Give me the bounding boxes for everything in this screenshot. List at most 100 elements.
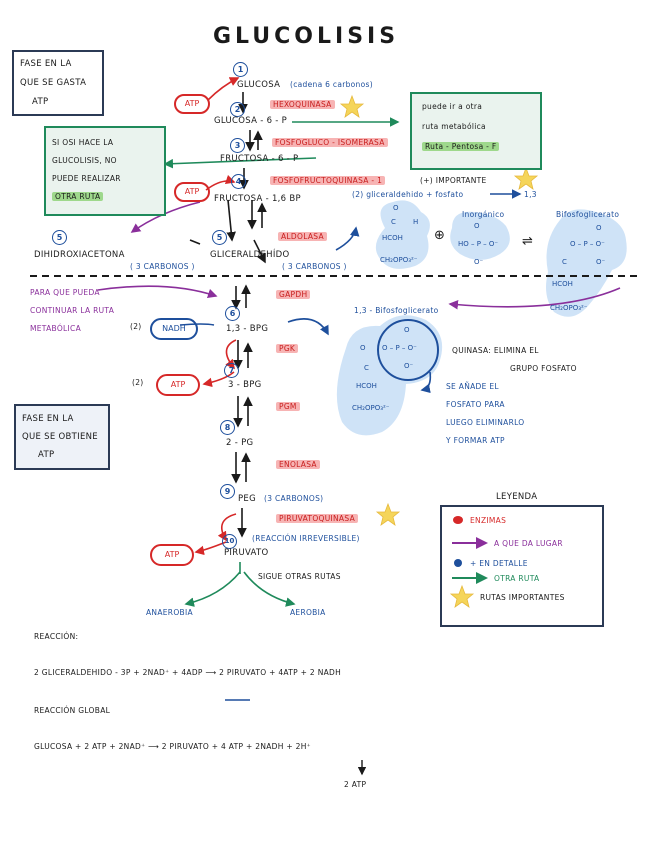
box-line: SI OSI HACE LA [52, 138, 114, 147]
note-line: SE AÑADE EL [446, 382, 499, 391]
note-line: PARA QUE PUEDA [30, 288, 100, 297]
legend-item-otra-ruta: OTRA RUTA [494, 574, 540, 583]
mol-atom: O [474, 222, 480, 230]
enzyme-hexoquinasa: HEXOQUINASA [270, 100, 335, 109]
leads-to-arrows [97, 201, 621, 310]
page-title: GLUCOLISIS [213, 24, 400, 49]
box-line: puede ir a otra [422, 102, 483, 111]
note-line: LUEGO ELIMINARLO [446, 418, 525, 427]
metabolite-gliceraldehido: GLICERALDEHÍDO [210, 250, 290, 260]
mol-group: O – P – O⁻ [570, 240, 605, 248]
enzyme-piruvatoquinasa: PIRUVATOQUINASA [276, 514, 358, 523]
coefficient: (2) [132, 378, 144, 387]
arrow-label: 1,3 [524, 190, 537, 199]
box-otra-ruta: puede ir a otra ruta metabólica Ruta - P… [410, 92, 542, 170]
peg-note: (3 CARBONOS) [264, 494, 324, 503]
step-number: 10 [222, 534, 237, 549]
mol-group: HCOH [356, 382, 377, 390]
reaction-equation: 2 GLICERALDEHIDO - 3P + 2NAD⁺ + 4ADP ⟶ 2… [34, 668, 342, 677]
metabolite-f6p: FRUCTOSA - 6 - P [220, 154, 299, 164]
box-fase-obtiene: FASE EN LA QUE SE OBTIENE ATP [14, 404, 110, 470]
step-number: 1 [233, 62, 248, 77]
nadh-output: NADH [150, 318, 198, 340]
main-pathway-arrows [189, 92, 267, 538]
mol-group: O – P – O⁻ [382, 344, 417, 352]
metabolite-peg: PEG [238, 494, 256, 504]
enzyme-pgm: PGM [276, 402, 300, 411]
mol-atom: O⁻ [596, 258, 606, 266]
mol-group: CH₂OPO₃²⁻ [380, 256, 418, 264]
metabolite-g6p: GLUCOSA - 6 - P [214, 116, 288, 126]
box-line: GLUCOLISIS, NO [52, 156, 117, 165]
mol-atom: C [391, 218, 396, 226]
step-number: 5 [212, 230, 227, 245]
bifosfoglicerato-label: Bifosfoglicerato [556, 210, 620, 219]
mol-atom: O [393, 204, 399, 212]
gliceraldehido-fosfato-note: (2) gliceraldehido + fosfato [352, 190, 464, 199]
metabolite-dhap: DIHIDROXIACETONA [34, 250, 125, 260]
mol-atom: O [596, 224, 602, 232]
box-line: OTRA RUTA [52, 192, 104, 201]
other-route-arrows [163, 117, 400, 607]
legend-box [440, 505, 604, 627]
glucosa-note: (cadena 6 carbonos) [290, 80, 373, 89]
equilibrium-icon: ⇌ [522, 234, 533, 249]
note-line: GRUPO FOSFATO [510, 364, 577, 373]
enzyme-gapdh: GAPDH [276, 290, 311, 299]
box-line: PUEDE REALIZAR [52, 174, 121, 183]
mol-group: HCOH [552, 280, 573, 288]
note-line: CONTINUAR LA RUTA [30, 306, 115, 315]
mol-atom: H [413, 218, 419, 226]
anaerobia-label: ANAEROBIA [146, 608, 193, 617]
box-fase-gasta: FASE EN LA QUE SE GASTA ATP [12, 50, 104, 116]
step-number: 7 [224, 363, 239, 378]
step-number: 8 [220, 420, 235, 435]
global-reaction-label: REACCIÓN GLOBAL [34, 706, 111, 715]
coefficient: (2) [130, 322, 142, 331]
mol-group: HCOH [382, 234, 403, 242]
inorganico-label: Inorgánico [462, 210, 505, 219]
plus-icon: ⊕ [434, 228, 445, 243]
metabolite-f16bp: FRUCTOSA - 1,6 BP [214, 194, 301, 204]
dhap-note: ( 3 CARBONOS ) [130, 262, 195, 271]
global-reaction-atp: 2 ATP [344, 780, 367, 789]
atp-input: ATP [174, 182, 210, 202]
legend-item-detail: + EN DETALLE [470, 559, 528, 568]
box-line: Ruta - Pentosa - F [422, 142, 500, 151]
legend-marks [452, 516, 488, 584]
enzyme-aldolasa: ALDOLASA [278, 232, 327, 241]
global-reaction-equation: GLUCOSA + 2 ATP + 2NAD⁺ ⟶ 2 PIRUVATO + 4… [34, 742, 311, 751]
star-icons [339, 94, 539, 608]
mol-atom: C [364, 364, 369, 372]
reaction-label: REACCIÓN: [34, 632, 79, 641]
detail-arrows [179, 189, 522, 701]
atp-output: ATP [150, 544, 194, 566]
note-line: QUINASA: ELIMINA EL [452, 346, 539, 355]
gliceraldehido-note: ( 3 CARBONOS ) [282, 262, 347, 271]
box-line: ATP [38, 450, 55, 460]
aerobia-label: AEROBIA [290, 608, 326, 617]
box-line: QUE SE GASTA [20, 78, 87, 88]
irreversible-note: (REACCIÓN IRREVERSIBLE) [252, 534, 360, 543]
mol-atom: O [360, 344, 366, 352]
enzyme-enolasa: ENOLASA [276, 460, 320, 469]
mol-atom: O [404, 326, 410, 334]
note-line: FOSFATO PARA [446, 400, 505, 409]
phosphate-circle [377, 319, 439, 381]
sigue-otras-rutas: SIGUE OTRAS RUTAS [258, 572, 341, 581]
box-line: QUE SE OBTIENE [22, 432, 98, 442]
metabolite-3pg: 3 - BPG [228, 380, 262, 390]
step-number: 3 [230, 138, 245, 153]
legend-title: LEYENDA [496, 492, 538, 502]
enzyme-fosfofructoquinasa: FOSFOFRUCTOQUINASA - 1 [270, 176, 386, 185]
molecule-blobs [336, 200, 627, 436]
mol-group: CH₂OPO₃²⁻ [550, 304, 588, 312]
enzyme-pgk: PGK [276, 344, 299, 353]
mol-atom: O⁻ [474, 258, 484, 266]
box-line: FASE EN LA [22, 414, 74, 424]
atp-output: ATP [156, 374, 200, 396]
mol-group: CH₂OPO₃²⁻ [352, 404, 390, 412]
step-number: 2 [230, 102, 245, 117]
